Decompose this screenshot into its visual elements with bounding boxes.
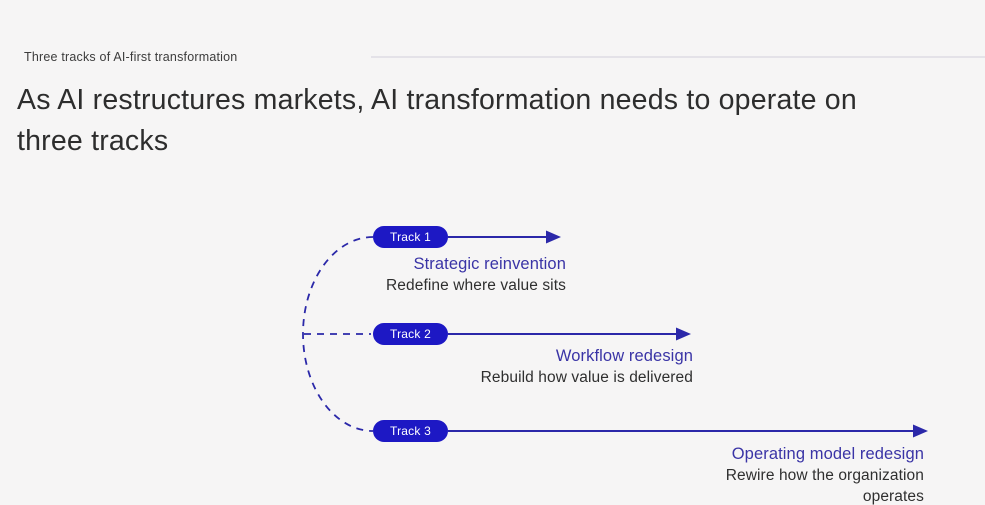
track-3-arrowhead-icon xyxy=(913,424,928,438)
track-1-caption: Strategic reinvention Redefine where val… xyxy=(306,254,566,296)
track-1-pill-label: Track 1 xyxy=(390,230,431,244)
track-2-pill-label: Track 2 xyxy=(390,327,431,341)
track-2-heading: Workflow redesign xyxy=(555,347,693,365)
track-2-pill: Track 2 xyxy=(373,323,448,345)
track-2-description: Rebuild how value is delivered xyxy=(480,369,693,386)
track-2-arrowhead-icon xyxy=(676,327,691,341)
track-3-description: Rewire how the organization operates xyxy=(725,467,924,505)
track-3-caption: Operating model redesign Rewire how the … xyxy=(700,444,924,505)
track-1-arrowhead-icon xyxy=(546,230,561,244)
slide-title: As AI restructures markets, AI transform… xyxy=(17,84,857,157)
track-1-heading: Strategic reinvention xyxy=(413,255,566,273)
track-3-pill-label: Track 3 xyxy=(390,424,431,438)
slide-eyebrow: Three tracks of AI-first transformation xyxy=(24,50,238,64)
track-2-caption: Workflow redesign Rebuild how value is d… xyxy=(413,346,693,388)
track-3-pill: Track 3 xyxy=(373,420,448,442)
track-1-pill: Track 1 xyxy=(373,226,448,248)
top-divider-line xyxy=(371,56,985,58)
track-1-description: Redefine where value sits xyxy=(386,277,566,294)
track-3-heading: Operating model redesign xyxy=(731,445,924,463)
